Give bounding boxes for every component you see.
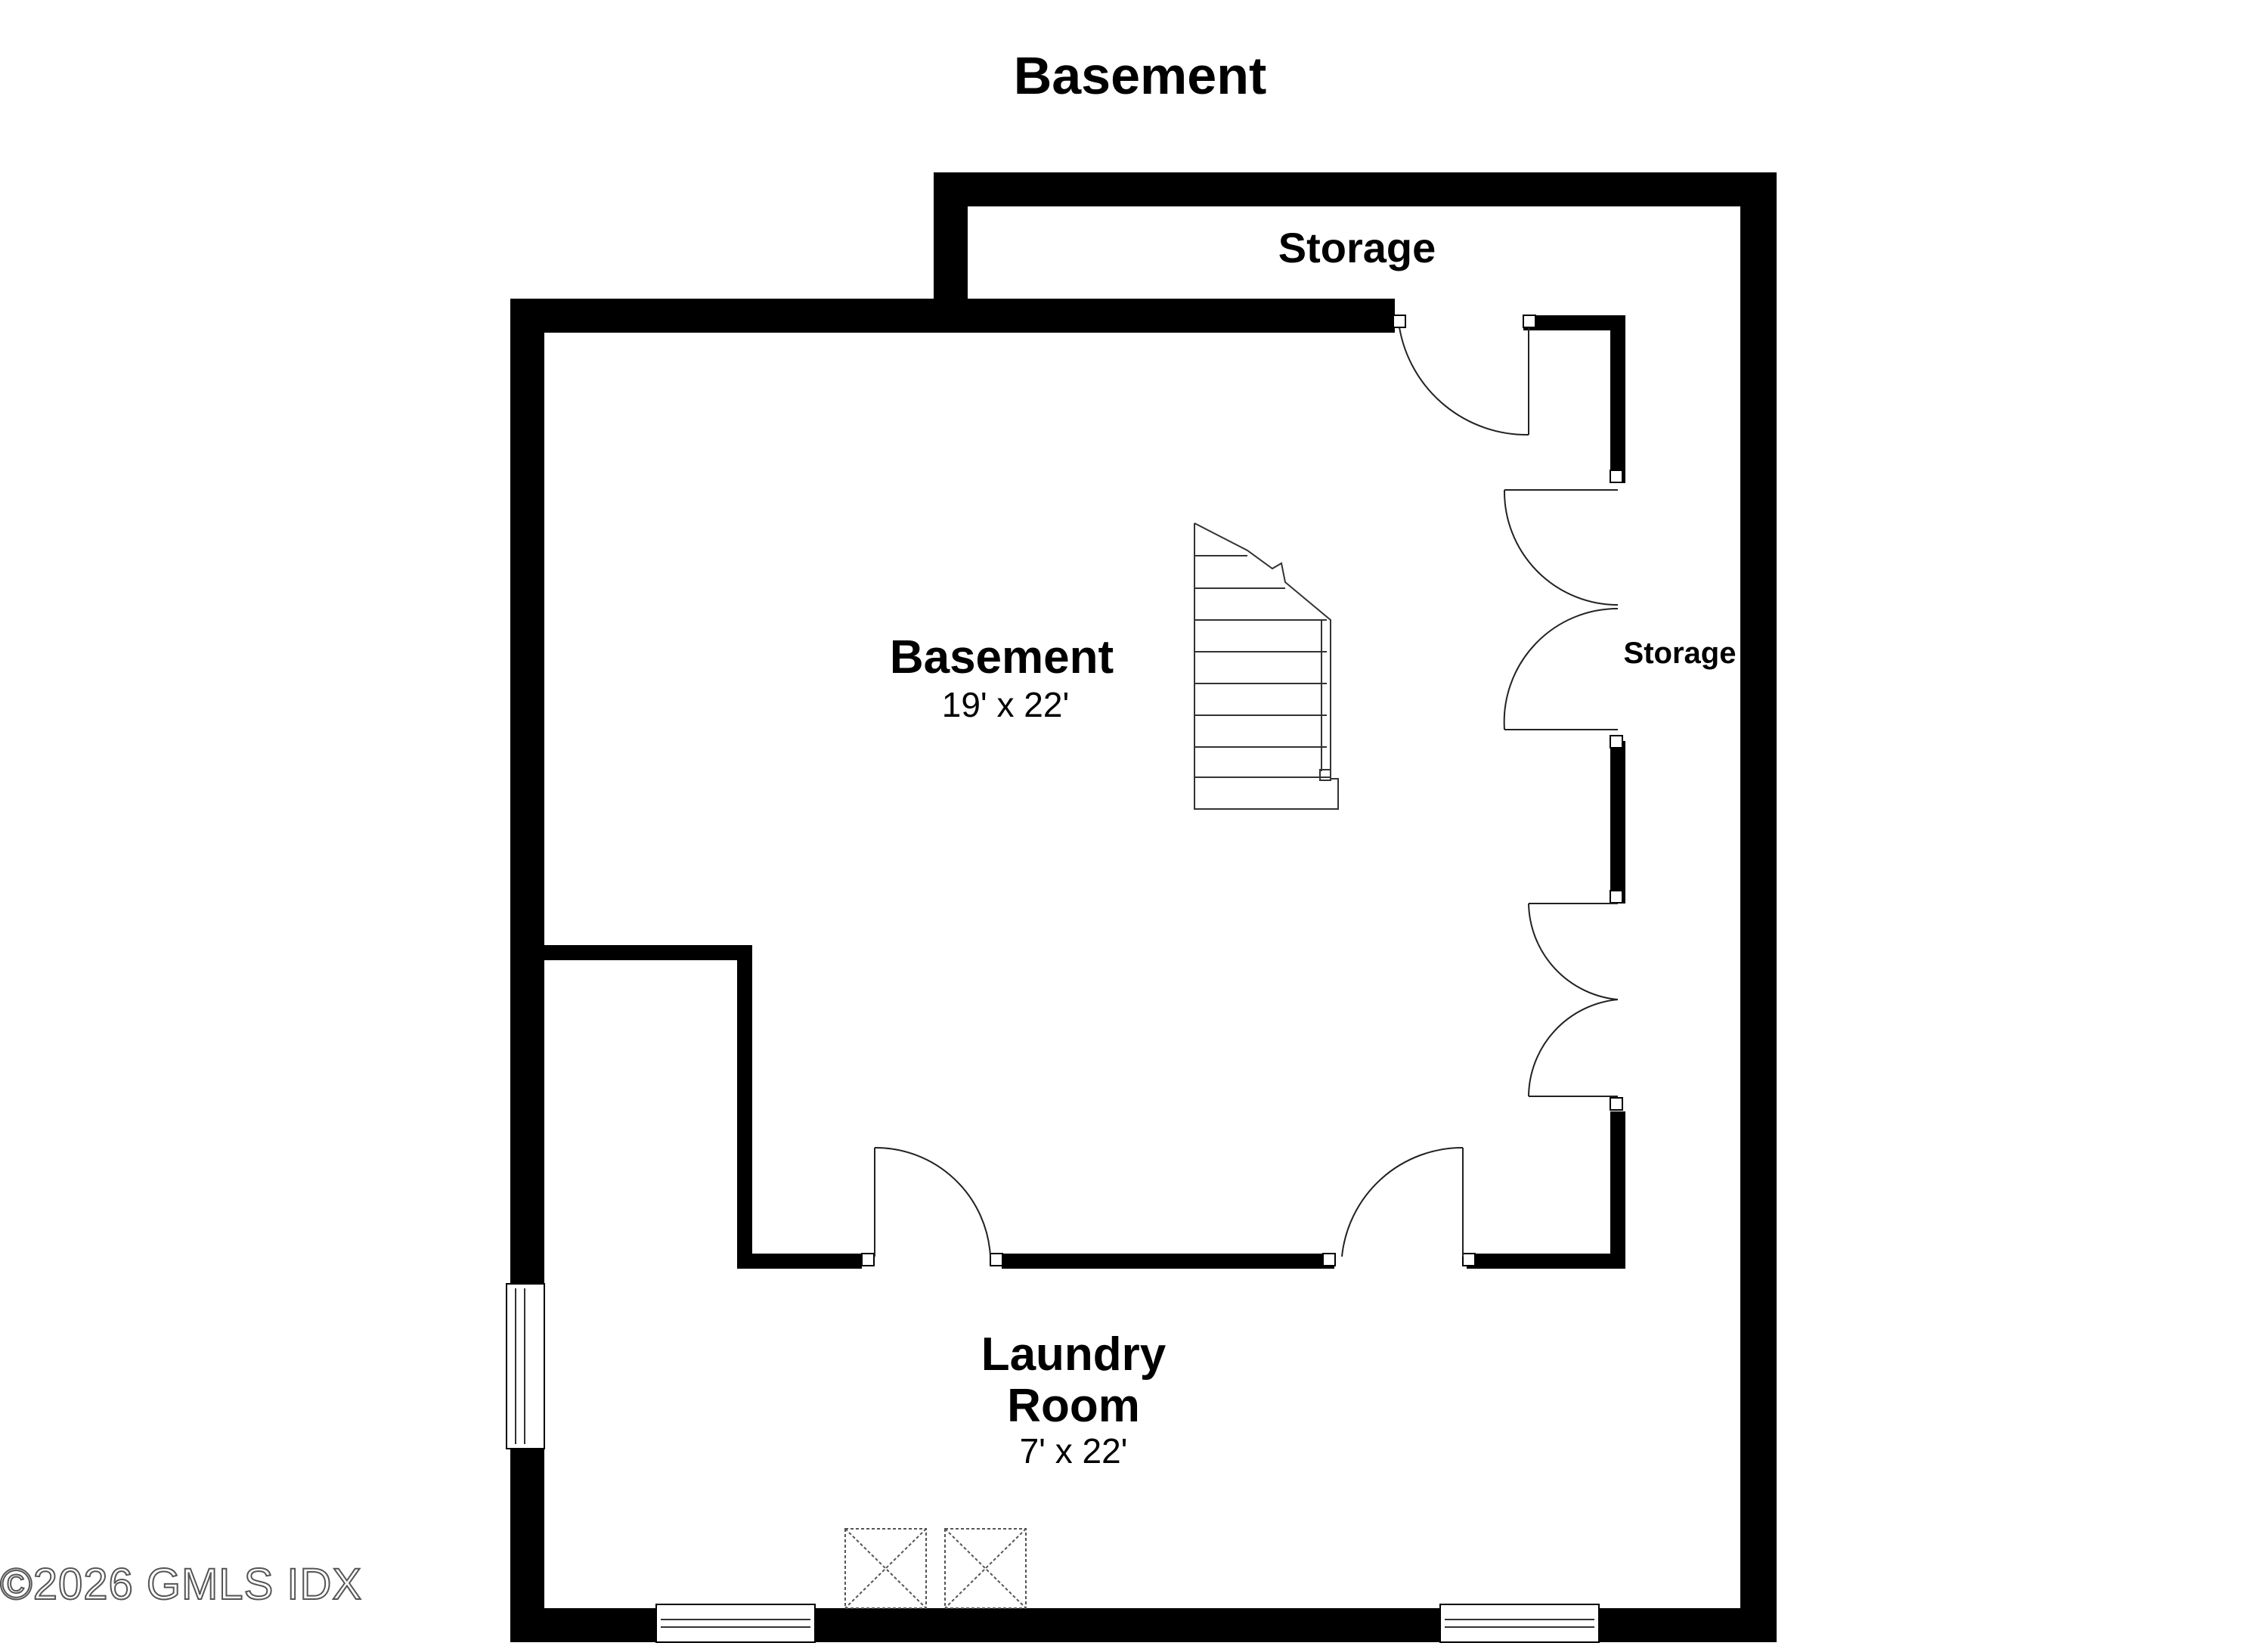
door-storage-right-lower — [1528, 903, 1619, 1097]
window-left — [506, 1283, 545, 1449]
door-jambs — [861, 315, 1623, 1266]
copyright-watermark: ©2026 GMLS IDX — [0, 1560, 362, 1609]
room-label-laundry-line2: Room — [1007, 1380, 1140, 1432]
room-label-storage-top: Storage — [1278, 224, 1436, 271]
door-swings — [874, 327, 1619, 1257]
interior-walls — [544, 315, 1625, 1269]
plan-title: Basement — [1014, 46, 1267, 105]
exterior-walls — [510, 172, 1777, 1642]
washer — [844, 1528, 927, 1609]
room-label-laundry-line1: Laundry — [981, 1328, 1167, 1381]
door-storage-right-upper — [1503, 489, 1619, 730]
door-laundry-right — [1341, 1146, 1464, 1257]
dryer — [944, 1528, 1027, 1609]
window-bottom-left — [655, 1604, 816, 1643]
door-storage-top — [1399, 327, 1529, 436]
room-dimensions-laundry: 7' x 22' — [1020, 1431, 1128, 1471]
room-label-basement: Basement — [890, 631, 1114, 683]
door-laundry-left — [874, 1146, 991, 1257]
laundry-appliances — [844, 1528, 1027, 1609]
window-bottom-right — [1439, 1604, 1600, 1643]
windows — [506, 1283, 1600, 1643]
staircase — [1194, 522, 1339, 810]
room-label-storage-right: Storage — [1624, 637, 1737, 670]
room-dimensions-basement: 19' x 22' — [942, 685, 1069, 724]
